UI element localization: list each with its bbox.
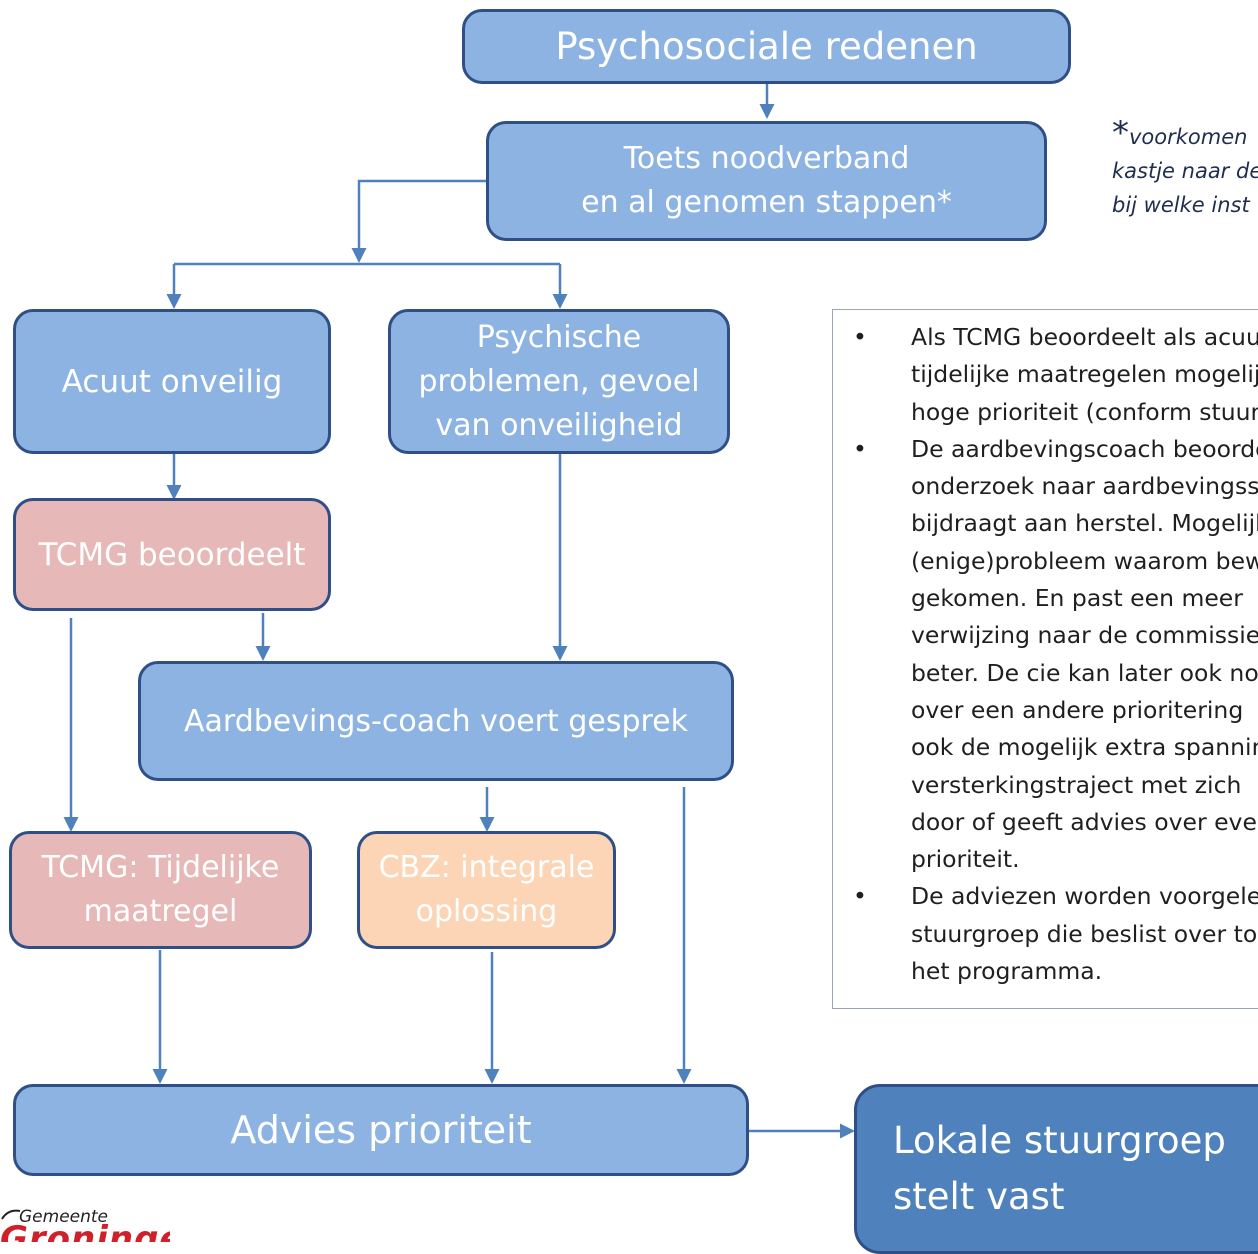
node-toets-noodverband: Toets noodverband en al genomen stappen* [486, 121, 1047, 241]
bullet-line: prioriteit. [911, 845, 1020, 874]
footnote-line: voorkomen [1129, 125, 1248, 149]
node-label: Psychosociale redenen [555, 25, 978, 68]
node-aardbevings-coach: Aardbevings-coach voert gesprek [138, 661, 734, 781]
node-label: TCMG: Tijdelijke maatregel [41, 850, 280, 929]
node-label: Advies prioriteit [230, 1108, 532, 1152]
node-advies-prioriteit: Advies prioriteit [13, 1084, 749, 1176]
bullet-line: (enige)probleem waarom bewoner [911, 546, 1258, 575]
node-cbz-integrale-oplossing: CBZ: integrale oplossing [357, 831, 616, 949]
bullet-line: beter. De cie kan later ook nog [911, 658, 1258, 687]
bullet-line: hoge prioriteit (conform stuurgroep [911, 397, 1258, 426]
footnote-line: kastje naar de [1112, 159, 1258, 183]
arrow-toets-to-split [351, 179, 488, 263]
bullet-line: Als TCMG beoordeelt als acuut [911, 323, 1258, 351]
bullet-line: versterkingstraject met zich [911, 770, 1242, 799]
bullet-line: De adviezen worden voorgelegd [911, 882, 1258, 911]
logo-arc-icon [1, 1209, 21, 1220]
bullet-line: verwijzing naar de commissie [911, 621, 1258, 650]
bullet-line: door of geeft advies over eventuele [911, 807, 1258, 836]
node-label: Toets noodverband en al genomen stappen* [581, 141, 952, 220]
bullet-line: bijdraagt aan herstel. Mogelijk [911, 509, 1258, 538]
node-label: Lokale stuurgroep stelt vast [893, 1119, 1226, 1218]
logo-text-gemeente: Gemeente [19, 1207, 109, 1227]
logo-text-groningen: Groningen [0, 1219, 170, 1242]
node-label: TCMG beoordeelt [38, 536, 306, 573]
node-psychische-problemen: Psychische problemen, gevoel van onveili… [388, 309, 730, 454]
bullet-line: ook de mogelijk extra spanning [911, 733, 1258, 762]
explanation-bullet: De adviezen worden voorgelegd stuurgroep… [833, 878, 1258, 990]
node-tcmg-beoordeelt: TCMG beoordeelt [13, 498, 331, 611]
bullet-line: onderzoek naar aardbevingsschade [911, 472, 1258, 501]
bullet-line: het programma. [911, 957, 1103, 986]
node-label: CBZ: integrale oplossing [378, 850, 595, 929]
explanation-bullet: Als TCMG beoordeelt als acuut tijdelijke… [833, 319, 1258, 431]
footnote-text: *voorkomen kastje naar de bij welke inst [1112, 120, 1258, 240]
explanation-panel: Als TCMG beoordeelt als acuut tijdelijke… [832, 309, 1258, 1009]
node-psychosociale-redenen: Psychosociale redenen [462, 9, 1071, 84]
footnote-star: * [1112, 120, 1129, 153]
explanation-list: Als TCMG beoordeelt als acuut tijdelijke… [833, 319, 1258, 990]
node-label: Acuut onveilig [61, 363, 283, 400]
bullet-line: De aardbevingscoach beoordeelt [911, 434, 1258, 463]
bullet-line: stuurgroep die beslist over toekenning [911, 919, 1258, 948]
node-acuut-onveilig: Acuut onveilig [13, 309, 331, 454]
node-lokale-stuurgroep: Lokale stuurgroep stelt vast [854, 1084, 1258, 1254]
bullet-line: over een andere prioritering [911, 695, 1244, 724]
node-tcmg-tijdelijke-maatregel: TCMG: Tijdelijke maatregel [9, 831, 312, 949]
bullet-line: tijdelijke maatregelen mogelijk [911, 360, 1258, 389]
explanation-bullet: De aardbevingscoach beoordeelt onderzoek… [833, 431, 1258, 879]
gemeente-groningen-logo: Gemeente Groningen [0, 1205, 170, 1242]
node-label: Aardbevings-coach voert gesprek [183, 703, 688, 739]
footnote-line: bij welke inst [1112, 193, 1250, 217]
bullet-line: gekomen. En past een meer [911, 584, 1243, 613]
node-label: Psychische problemen, gevoel van onveili… [418, 319, 700, 443]
